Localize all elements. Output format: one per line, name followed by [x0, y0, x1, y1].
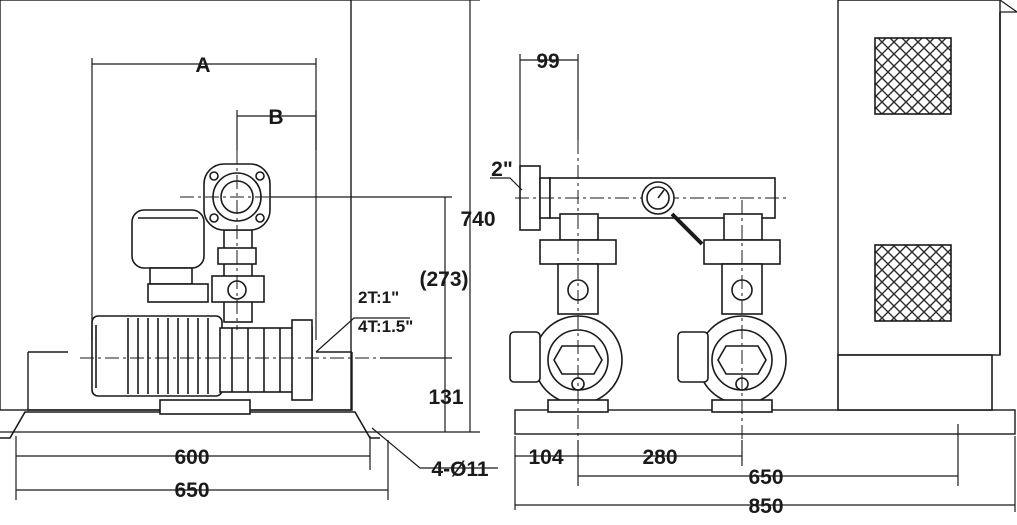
dim-A-label: A [195, 54, 210, 77]
conn-2t-label: 2T:1" [358, 288, 399, 307]
dim-850-label: 850 [748, 495, 783, 518]
front-view [0, 0, 440, 439]
dim-104-label: 104 [528, 446, 563, 469]
header-size-label: 2" [491, 158, 513, 181]
front-dimensions [15, 0, 498, 500]
side-view [509, 0, 1017, 440]
dim-99-label: 99 [536, 50, 559, 73]
dim-273-label: (273) [419, 268, 468, 291]
control-panel [837, 0, 1017, 411]
dim-600-label: 600 [174, 446, 209, 469]
riser-pipe-front [211, 229, 265, 323]
pressure-tank [131, 209, 209, 303]
pump-unit-1 [509, 213, 623, 413]
pump-unit-2 [677, 213, 787, 413]
dim-280-label: 280 [642, 446, 677, 469]
side-base [514, 409, 1016, 435]
side-dimensions [490, 54, 1016, 512]
dim-740-label: 740 [460, 208, 495, 231]
mount-holes-label: 4-Ø11 [431, 458, 489, 481]
front-base-channel [0, 411, 380, 439]
dim-131-label: 131 [428, 386, 463, 409]
motor-front [91, 315, 251, 415]
header-pipe [515, 165, 790, 231]
pump-body-front [219, 319, 313, 401]
dim-650-left-label: 650 [174, 479, 209, 502]
panel-vent-bottom [874, 244, 952, 322]
conn-4t-label: 4T:1.5" [358, 317, 413, 336]
dim-B-label: B [268, 106, 283, 129]
panel-vent-top [874, 37, 952, 115]
dim-650-right-label: 650 [748, 466, 783, 489]
